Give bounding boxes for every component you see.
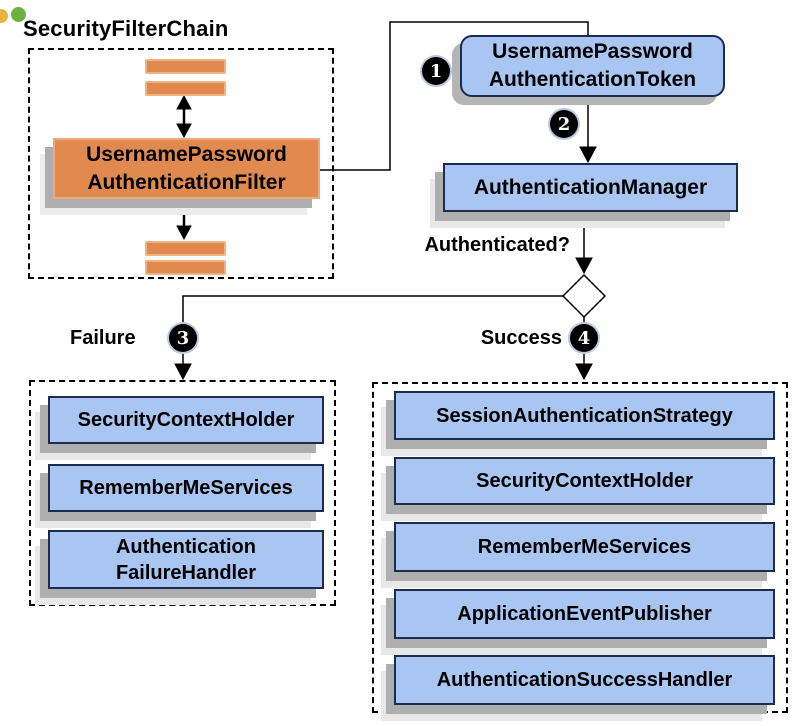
filter-bar bbox=[145, 81, 226, 96]
authenticated-question-label: Authenticated? bbox=[424, 234, 570, 256]
success-branch-panel: SessionAuthenticationStrategy SecurityCo… bbox=[372, 382, 788, 713]
manager-box-label: AuthenticationManager bbox=[473, 175, 708, 199]
arrowhead-up-icon bbox=[176, 94, 192, 110]
arrowhead-down-icon bbox=[174, 363, 192, 381]
list-item-label: ApplicationEventPublisher bbox=[457, 603, 712, 625]
application-event-publisher-box: ApplicationEventPublisher bbox=[394, 589, 775, 639]
arrowhead-down-icon bbox=[176, 123, 192, 139]
green-dot-icon bbox=[11, 7, 26, 22]
failure-branch-panel: SecurityContextHolder RememberMeServices… bbox=[29, 380, 336, 606]
security-context-holder-box: SecurityContextHolder bbox=[394, 457, 775, 505]
arrowhead-down-icon bbox=[176, 225, 192, 241]
filter-to-token-line bbox=[318, 21, 589, 171]
list-item-label: Authentication FailureHandler bbox=[115, 535, 257, 584]
decision-diamond bbox=[561, 273, 607, 319]
filter-bar bbox=[145, 260, 226, 275]
arrowhead-down-icon bbox=[575, 257, 593, 275]
step-3-badge: 3 bbox=[169, 324, 197, 352]
security-context-holder-box: SecurityContextHolder bbox=[48, 396, 324, 444]
list-item-label: SecurityContextHolder bbox=[77, 409, 295, 431]
remember-me-services-box: RememberMeServices bbox=[394, 522, 775, 572]
failure-label: Failure bbox=[70, 327, 136, 349]
success-label: Success bbox=[480, 327, 562, 349]
authentication-manager-box: AuthenticationManager bbox=[443, 163, 738, 212]
authentication-success-handler-box: AuthenticationSuccessHandler bbox=[394, 655, 775, 705]
step-1-badge: 1 bbox=[422, 57, 450, 85]
arrowhead-down-icon bbox=[575, 363, 593, 381]
list-item-label: AuthenticationSuccessHandler bbox=[436, 669, 733, 691]
filter-bar bbox=[145, 241, 226, 256]
session-authentication-strategy-box: SessionAuthenticationStrategy bbox=[394, 391, 775, 440]
arrowhead-down-icon bbox=[579, 146, 597, 164]
arrowhead-up-icon bbox=[176, 195, 192, 211]
filter-bar bbox=[145, 59, 226, 74]
step-2-badge: 2 bbox=[550, 110, 578, 138]
yellow-dot-icon bbox=[0, 9, 8, 23]
list-item-label: SessionAuthenticationStrategy bbox=[436, 404, 733, 427]
page-title: SecurityFilterChain bbox=[23, 16, 229, 41]
remember-me-services-box: RememberMeServices bbox=[48, 464, 324, 512]
list-item-label: RememberMeServices bbox=[477, 536, 692, 558]
list-item-label: RememberMeServices bbox=[79, 477, 293, 499]
list-item-label: SecurityContextHolder bbox=[476, 470, 693, 492]
authentication-failure-handler-box: Authentication FailureHandler bbox=[48, 530, 324, 589]
step-4-badge: 4 bbox=[570, 324, 598, 352]
